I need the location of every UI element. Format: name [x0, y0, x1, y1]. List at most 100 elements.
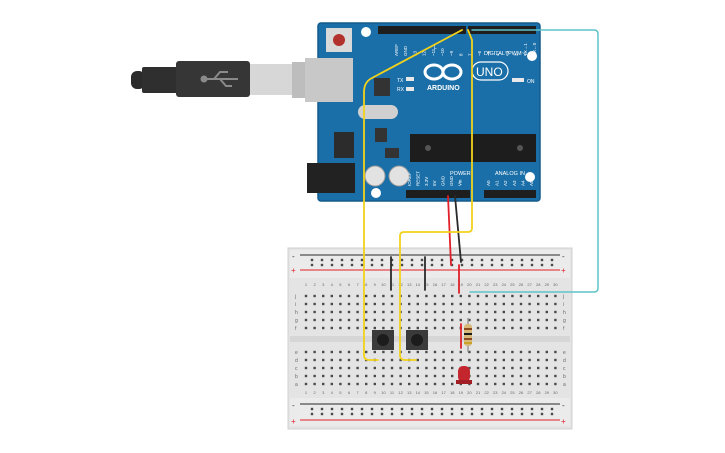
breadboard-holes — [304, 258, 557, 416]
on-label: ON — [527, 79, 535, 85]
breadboard-hole — [554, 366, 557, 370]
power-pin-label-1: RESET — [415, 171, 420, 186]
column-number: 20 — [467, 390, 472, 395]
breadboard-hole — [339, 358, 342, 362]
breadboard-hole — [390, 326, 394, 330]
rail-hole — [510, 263, 514, 267]
breadboard-hole — [408, 374, 411, 378]
digital-pin-label-3: 12 — [422, 50, 427, 56]
breadboard-hole — [537, 382, 540, 386]
breadboard-hole — [322, 302, 325, 306]
breadboard-hole — [433, 350, 437, 354]
breadboard-hole — [537, 318, 540, 322]
digital-pin-label-12: ~3 — [504, 50, 509, 56]
power-pin-label-3: 5V — [432, 180, 437, 186]
reset-button[interactable] — [326, 28, 352, 52]
breadboard-hole — [330, 358, 333, 362]
usb-socket — [305, 58, 353, 102]
breadboard-hole — [451, 294, 454, 298]
rail-hole — [470, 258, 474, 262]
digital-pin-label-0: AREF — [394, 44, 399, 56]
breadboard-hole — [442, 366, 445, 370]
rail-hole — [460, 407, 464, 411]
rail-hole — [400, 407, 404, 411]
breadboard-hole — [451, 310, 454, 314]
rail-hole — [370, 407, 374, 411]
column-number: 5 — [339, 390, 342, 395]
brand-label: ARDUINO — [427, 85, 460, 92]
rail-hole — [380, 263, 384, 267]
column-number: 29 — [545, 390, 550, 395]
pushbutton-1[interactable] — [372, 330, 394, 350]
breadboard-hole — [373, 374, 376, 378]
rail-hole — [410, 412, 414, 416]
column-number: 3 — [322, 390, 325, 395]
rail-hole — [510, 407, 514, 411]
breadboard-hole — [382, 302, 385, 306]
column-number: 17 — [441, 282, 446, 287]
breadboard-hole — [476, 326, 480, 330]
breadboard-hole — [373, 310, 376, 314]
column-number: 27 — [527, 390, 532, 395]
breadboard-hole — [339, 326, 342, 330]
breadboard-hole — [322, 382, 325, 386]
breadboard-hole — [537, 302, 540, 306]
rail-hole — [440, 263, 444, 267]
breadboard-hole — [433, 374, 437, 378]
breadboard-hole — [442, 318, 445, 322]
column-number: 21 — [476, 282, 481, 287]
rail-hole — [530, 263, 534, 267]
breadboard-hole — [313, 310, 316, 314]
breadboard-hole — [373, 302, 376, 306]
rail-hole — [480, 407, 484, 411]
row-label: j — [294, 294, 296, 300]
breadboard-hole — [502, 350, 505, 354]
power-pin-label-5: GND — [449, 175, 454, 186]
breadboard-hole — [416, 366, 419, 370]
breadboard-hole — [339, 310, 342, 314]
rail-hole — [490, 407, 494, 411]
rail-hole — [340, 258, 344, 262]
column-number: 5 — [339, 282, 342, 287]
breadboard-hole — [304, 318, 308, 322]
column-number: 19 — [459, 390, 464, 395]
breadboard-hole — [511, 326, 514, 330]
breadboard-hole — [545, 318, 548, 322]
rail-plus-top-right: + — [561, 266, 566, 275]
rail-hole — [380, 258, 384, 262]
breadboard-hole — [322, 294, 325, 298]
column-number: 30 — [553, 390, 558, 395]
breadboard-hole — [554, 294, 557, 298]
rail-hole — [490, 258, 494, 262]
breadboard-hole — [390, 302, 394, 306]
column-number: 14 — [416, 390, 421, 395]
rail-hole — [350, 407, 354, 411]
breadboard-hole — [365, 318, 368, 322]
breadboard-hole — [382, 350, 385, 354]
power-pin-label-6: Vin — [457, 179, 462, 186]
breadboard-hole — [416, 382, 419, 386]
rail-plus-bottom-left: + — [291, 417, 296, 426]
breadboard-hole — [433, 310, 437, 314]
breadboard-hole — [442, 382, 445, 386]
rail-hole — [410, 263, 414, 267]
breadboard-hole — [494, 294, 497, 298]
breadboard-hole — [425, 318, 428, 322]
breadboard-labels: 1122334455667788991010111112121313141415… — [294, 282, 566, 395]
power-pin-label-2: 3.3V — [424, 177, 429, 186]
rail-hole — [430, 412, 434, 416]
pushbutton-2[interactable] — [406, 330, 428, 350]
column-number: 24 — [502, 282, 507, 287]
rail-hole — [520, 412, 524, 416]
breadboard-hole — [365, 294, 368, 298]
wire-cyan — [469, 29, 599, 293]
breadboard-hole — [485, 350, 488, 354]
breadboard-hole — [554, 350, 557, 354]
breadboard-hole — [356, 326, 359, 330]
breadboard-hole — [373, 366, 376, 370]
breadboard-hole — [304, 302, 308, 306]
rail-hole — [550, 263, 554, 267]
rail-hole — [470, 412, 474, 416]
